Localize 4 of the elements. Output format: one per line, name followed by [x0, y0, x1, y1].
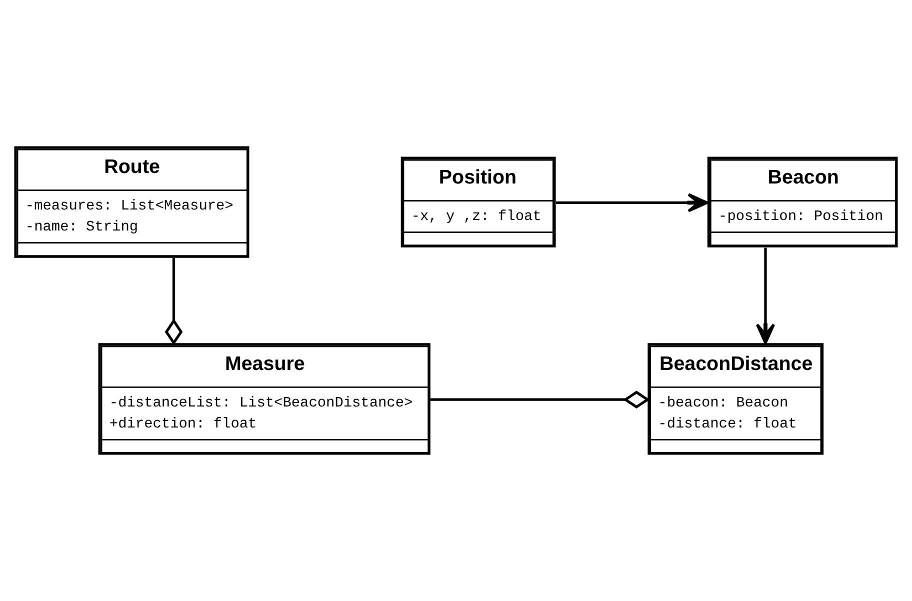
connector: [430, 390, 650, 409]
connector: [164, 258, 183, 346]
arrow: [756, 248, 776, 344]
arrow: [556, 193, 708, 212]
